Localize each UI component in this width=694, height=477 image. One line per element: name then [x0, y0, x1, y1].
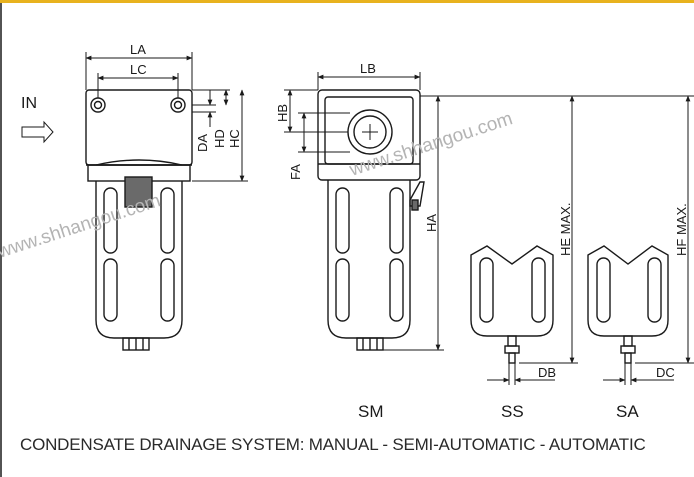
dimension-label-la: LA — [130, 42, 146, 57]
dimension-hd — [192, 89, 230, 106]
variant-label-ss: SS — [501, 402, 524, 421]
dimension-label-dc: DC — [656, 365, 675, 380]
dimension-label-lb: LB — [360, 61, 376, 76]
dimension-label-hc: HC — [227, 129, 242, 148]
dimension-label-lc: LC — [130, 62, 147, 77]
drainage-system-caption: CONDENSATE DRAINAGE SYSTEM: MANUAL - SEM… — [20, 435, 646, 454]
variant-label-sm: SM — [358, 402, 384, 421]
dimension-la — [85, 52, 193, 90]
watermark-right: www.shhangou.com — [346, 108, 515, 181]
dimension-label-he: HE MAX. — [558, 203, 573, 256]
dimension-fa — [298, 112, 350, 153]
dimension-hc — [192, 89, 248, 182]
variant-label-sa: SA — [616, 402, 639, 421]
drain-bowl-sa — [587, 245, 669, 364]
dimension-label-hf: HF MAX. — [674, 203, 689, 256]
watermark-left: www.shhangou.com — [0, 190, 163, 263]
filter-front-view — [85, 89, 193, 351]
dimension-lc — [97, 73, 179, 98]
inlet-arrow-icon — [21, 120, 54, 144]
dimension-label-hd: HD — [212, 129, 227, 148]
top-accent-bar — [0, 0, 694, 3]
dimension-lb — [317, 72, 421, 90]
dimension-label-ha: HA — [424, 214, 439, 232]
dimension-he — [519, 95, 578, 364]
dimension-label-db: DB — [538, 365, 556, 380]
dimension-label-hb: HB — [275, 104, 290, 122]
dimension-label-da: DA — [195, 134, 210, 152]
inlet-label: IN — [21, 95, 37, 112]
filter-side-view — [317, 89, 425, 351]
dimension-db — [487, 363, 555, 385]
dimension-ha — [383, 95, 694, 351]
dimension-hf — [635, 95, 694, 364]
dimension-da — [192, 90, 216, 127]
dimension-label-fa: FA — [288, 164, 303, 180]
drain-bowl-ss — [470, 245, 554, 364]
dimension-dc — [603, 363, 674, 385]
dimension-hb — [284, 89, 348, 133]
